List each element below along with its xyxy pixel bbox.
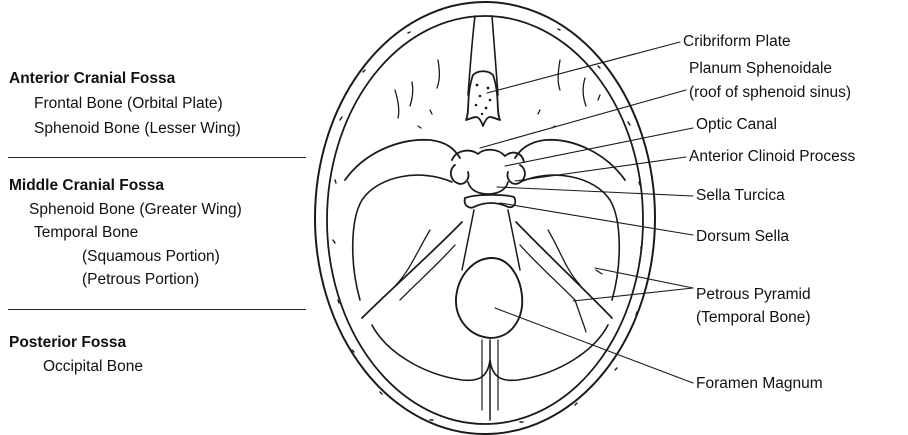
foramen-magnum <box>456 258 522 338</box>
petrous-ridge-right <box>516 222 612 318</box>
label-planum-sphenoidale-note: (roof of sphenoid sinus) <box>689 84 851 102</box>
label-optic-canal: Optic Canal <box>696 116 777 134</box>
label-foramen-magnum: Foramen Magnum <box>696 375 823 393</box>
petrous-markings <box>396 230 602 332</box>
cribriform-foramina <box>475 84 492 116</box>
lesser-wing-left <box>345 140 460 180</box>
petrous-ridge-left <box>362 222 462 318</box>
skull-inner-contour <box>327 16 643 424</box>
label-cribriform-plate: Cribriform Plate <box>683 33 791 51</box>
skull-outer-contour <box>315 2 655 434</box>
anterior-clinoid-left <box>451 165 469 184</box>
label-petrous-pyramid: Petrous Pyramid <box>696 286 811 304</box>
label-anterior-clinoid-process: Anterior Clinoid Process <box>689 148 855 166</box>
label-dorsum-sella: Dorsum Sella <box>696 228 789 246</box>
middle-fossa-right <box>520 175 619 300</box>
optic-canal <box>452 150 524 162</box>
middle-fossa-left <box>353 175 452 300</box>
label-sella-turcica: Sella Turcica <box>696 187 785 205</box>
label-petrous-pyramid-note: (Temporal Bone) <box>696 309 811 327</box>
clivus <box>462 210 520 270</box>
sella-turcica <box>468 182 508 194</box>
dorsum-sella <box>465 195 516 208</box>
frontal-crest <box>468 16 498 95</box>
cribriform-plate <box>466 71 500 126</box>
lesser-wing-right <box>515 140 625 180</box>
label-planum-sphenoidale: Planum Sphenoidale <box>689 60 832 78</box>
